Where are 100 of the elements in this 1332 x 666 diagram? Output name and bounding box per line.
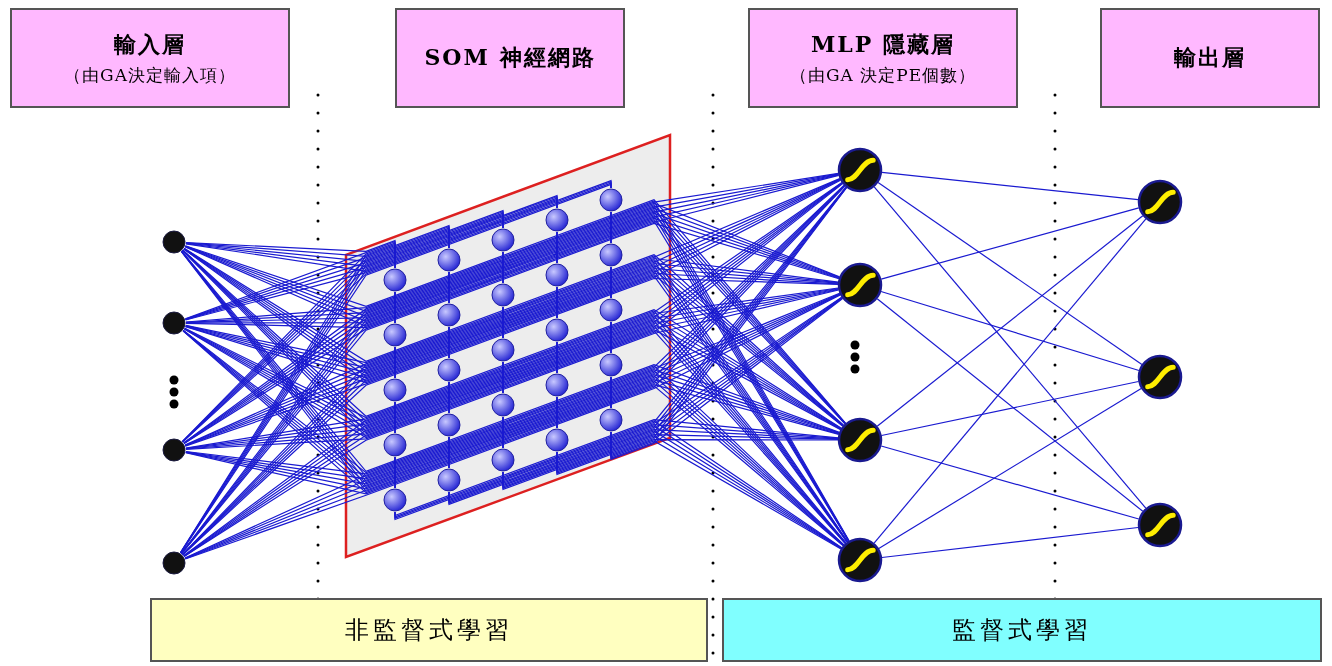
layer-title: MLP 隱藏層 — [811, 29, 955, 59]
connection-line — [502, 293, 841, 436]
connection-line — [394, 363, 840, 462]
som-neuron — [383, 488, 407, 512]
connection-line — [610, 297, 844, 461]
layer-title: 輸出層 — [1174, 43, 1246, 72]
som-neuron — [545, 373, 569, 397]
connection-line — [610, 185, 846, 404]
connection-line — [610, 431, 842, 550]
connection-line — [610, 321, 846, 545]
connection-line — [610, 183, 844, 349]
connection-line — [610, 266, 848, 543]
input-neuron — [162, 311, 186, 335]
connection-line — [184, 337, 450, 446]
connection-line — [184, 352, 396, 446]
connection-line — [502, 320, 847, 544]
connection-line — [448, 297, 843, 506]
layer-note: （由GA決定輸入項） — [64, 63, 236, 87]
sigmoid-neuron — [838, 418, 882, 462]
connection-line — [502, 373, 840, 434]
connection-line — [185, 296, 396, 324]
som-neuron — [545, 428, 569, 452]
connection-line — [183, 248, 558, 377]
connection-line — [184, 448, 450, 559]
input-neuron — [162, 551, 186, 575]
connection-line — [556, 297, 843, 476]
connection-line — [556, 293, 841, 421]
connection-line — [394, 253, 845, 426]
connection-line — [881, 526, 1139, 559]
sigmoid-neuron — [838, 263, 882, 307]
connection-line — [185, 402, 612, 495]
connection-line — [556, 182, 844, 364]
connection-line — [502, 267, 839, 326]
connection-line — [183, 267, 504, 444]
connection-line — [610, 289, 840, 351]
som-neuron — [599, 298, 623, 322]
connection-line — [183, 297, 396, 444]
connection-line — [610, 376, 844, 547]
connection-line — [185, 224, 450, 257]
connection-line — [448, 425, 843, 549]
connection-line — [183, 328, 558, 434]
connection-line — [394, 178, 841, 354]
connection-line — [184, 418, 558, 560]
som-neuron — [437, 468, 461, 492]
connection-line — [556, 272, 839, 311]
connection-line — [881, 171, 1139, 201]
layer-title: 輸入層 — [114, 29, 186, 59]
connection-line — [394, 287, 839, 411]
connection-line — [183, 393, 450, 557]
connection-line — [185, 347, 612, 450]
connection-line — [394, 308, 842, 429]
connection-line — [556, 217, 840, 279]
connection-line — [878, 387, 1142, 550]
layer-note: （由GA 決定PE個數） — [789, 63, 977, 87]
som-neuron — [437, 358, 461, 382]
som-plane — [346, 135, 670, 557]
som-neuron — [437, 303, 461, 327]
connection-line — [185, 325, 450, 369]
header-box — [10, 8, 290, 108]
connection-line — [179, 228, 450, 554]
som-neuron — [545, 263, 569, 287]
som-neuron — [599, 353, 623, 377]
som-neuron — [599, 243, 623, 267]
connection-line — [880, 290, 1140, 372]
som-neuron — [383, 268, 407, 292]
som-neuron — [491, 283, 515, 307]
connection-line — [448, 207, 840, 286]
som-neuron — [491, 448, 515, 472]
connection-line — [183, 247, 450, 367]
connection-line — [394, 292, 841, 466]
connection-line — [873, 186, 1147, 509]
connection-line — [448, 184, 845, 449]
connection-line — [185, 447, 450, 480]
connection-line — [876, 298, 1144, 512]
connection-line — [394, 296, 843, 521]
connection-line — [610, 174, 840, 240]
connection-line — [394, 419, 839, 517]
som-neuron — [545, 208, 569, 232]
connection-line — [184, 225, 450, 320]
sigmoid-neuron — [1138, 355, 1182, 399]
connection-line — [183, 248, 612, 382]
connection-line — [181, 238, 612, 555]
connection-line — [876, 215, 1144, 427]
som-neuron — [491, 338, 515, 362]
sigmoid-neuron — [838, 538, 882, 582]
connection-line — [185, 417, 558, 490]
connection-line — [184, 327, 450, 424]
connection-line — [180, 253, 558, 555]
connection-line — [556, 174, 840, 255]
connection-line — [448, 182, 843, 394]
connection-line — [880, 207, 1140, 280]
phase-label: 監督式學習 — [952, 615, 1092, 646]
connection-line — [502, 429, 839, 487]
connection-line — [394, 420, 843, 549]
connection-line — [610, 179, 842, 294]
connection-line — [185, 180, 612, 321]
connection-line — [877, 181, 1143, 366]
connection-line — [448, 186, 847, 504]
connection-line — [502, 318, 842, 430]
connection-line — [502, 186, 847, 489]
